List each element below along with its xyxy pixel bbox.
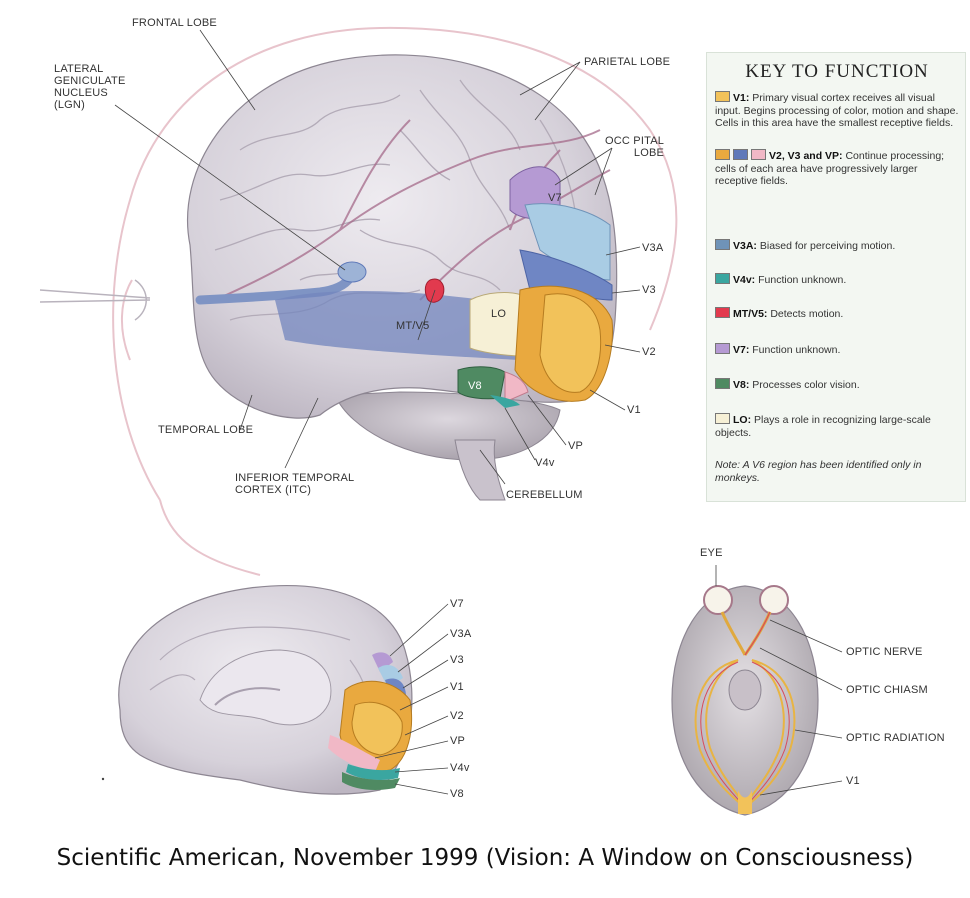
figure-caption: Scientific American, November 1999 (Visi… xyxy=(0,845,970,871)
key-text: Function unknown. xyxy=(749,344,840,356)
key-term: LO: xyxy=(733,414,751,426)
medial-label-v3a: V3A xyxy=(450,628,471,640)
key-term: V2, V3 and VP: xyxy=(769,150,843,162)
key-term: MT/V5: xyxy=(733,308,767,320)
key-to-function-panel: KEY TO FUNCTION V1: Primary visual corte… xyxy=(706,52,966,502)
label-v8: V8 xyxy=(468,380,482,392)
key-term: V4v: xyxy=(733,274,755,286)
swatch-mt-v5 xyxy=(715,307,730,318)
key-text: Primary visual cortex receives all visua… xyxy=(715,92,958,129)
medial-label-v1: V1 xyxy=(450,681,464,693)
label-eye-v1: V1 xyxy=(846,775,860,787)
medial-label-v4v: V4v xyxy=(450,762,470,774)
medial-label-v2: V2 xyxy=(450,710,464,722)
label-temporal-lobe: TEMPORAL LOBE xyxy=(158,424,253,436)
key-entry-lo: LO: Plays a role in recognizing large-sc… xyxy=(715,413,961,439)
swatch-v4v xyxy=(715,273,730,284)
swatch-v1 xyxy=(715,91,730,102)
medial-label-v7: V7 xyxy=(450,598,464,610)
label-optic-chiasm: OPTIC CHIASM xyxy=(846,684,928,696)
swatch-v3a xyxy=(715,239,730,250)
key-entry-v4v: V4v: Function unknown. xyxy=(715,273,961,287)
medial-label-v8: V8 xyxy=(450,788,464,800)
label-itc: INFERIOR TEMPORAL CORTEX (ITC) xyxy=(235,472,354,496)
right-eye xyxy=(760,586,788,614)
label-v4v: V4v xyxy=(535,457,555,469)
label-v1: V1 xyxy=(627,404,641,416)
swatch-v7 xyxy=(715,343,730,354)
key-text: Biased for perceiving motion. xyxy=(757,240,895,252)
label-optic-nerve: OPTIC NERVE xyxy=(846,646,923,658)
medial-label-v3: V3 xyxy=(450,654,464,666)
key-entry-mt-v5: MT/V5: Detects motion. xyxy=(715,307,961,321)
key-entry-v7: V7: Function unknown. xyxy=(715,343,961,357)
medial-label-vp: VP xyxy=(450,735,465,747)
area-v1 xyxy=(540,294,601,393)
swatch-v3 xyxy=(733,149,748,160)
key-term: V3A: xyxy=(733,240,757,252)
key-note: Note: A V6 region has been identified on… xyxy=(715,459,961,485)
key-text: Detects motion. xyxy=(767,308,843,320)
label-occipital-lobe: OCC PITAL LOBE xyxy=(605,135,664,159)
cerebellum xyxy=(335,392,560,460)
label-v2: V2 xyxy=(642,346,656,358)
key-entry-v2-v3-vp: V2, V3 and VP: Continue processing; cell… xyxy=(715,149,961,188)
key-term: V7: xyxy=(733,344,749,356)
face-hint xyxy=(40,280,150,320)
label-lgn: LATERAL GENICULATE NUCLEUS (LGN) xyxy=(54,63,125,111)
key-entry-v8: V8: Processes color vision. xyxy=(715,378,961,392)
key-term: V1: xyxy=(733,92,749,104)
label-vp: VP xyxy=(568,440,583,452)
key-entry-v3a: V3A: Biased for perceiving motion. xyxy=(715,239,961,253)
swatch-lo xyxy=(715,413,730,424)
label-eye: EYE xyxy=(700,547,723,559)
label-v3: V3 xyxy=(642,284,656,296)
label-v7: V7 xyxy=(548,192,562,204)
lgn-body xyxy=(338,262,366,282)
label-parietal-lobe: PARIETAL LOBE xyxy=(584,56,670,68)
label-mt-v5: MT/V5 xyxy=(396,320,429,332)
left-eye xyxy=(704,586,732,614)
key-term: V8: xyxy=(733,379,749,391)
label-lo: LO xyxy=(491,308,506,320)
swatch-v2 xyxy=(715,149,730,160)
inferior-brain xyxy=(672,586,818,815)
key-entry-v1: V1: Primary visual cortex receives all v… xyxy=(715,91,961,130)
key-text: Processes color vision. xyxy=(749,379,859,391)
label-frontal-lobe: FRONTAL LOBE xyxy=(132,17,217,29)
swatch-v8 xyxy=(715,378,730,389)
key-text: Function unknown. xyxy=(755,274,846,286)
medial-brain xyxy=(119,586,412,795)
key-title: KEY TO FUNCTION xyxy=(707,61,967,83)
label-v3a: V3A xyxy=(642,242,663,254)
label-optic-radiation: OPTIC RADIATION xyxy=(846,732,945,744)
label-cerebellum: CEREBELLUM xyxy=(506,489,583,501)
swatch-vp xyxy=(751,149,766,160)
